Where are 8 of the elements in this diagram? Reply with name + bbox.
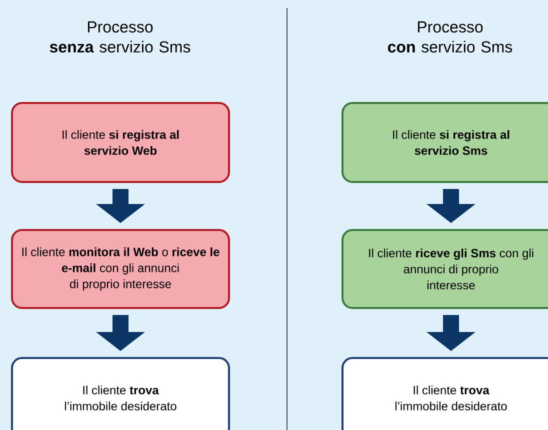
column-heading: Processo senza servizio Sms [50,21,190,53]
process-box: Il cliente trova l’immobile desiderato [11,357,230,430]
process-box: Il cliente riceve gli Sms con gli annunci di proprio interesse [342,229,548,309]
process-box: Il cliente trova l’immobile desiderato [342,357,548,430]
column-heading: Processo con servizio Sms [388,21,512,53]
process-box: Il cliente si registra al servizio Sms [342,102,548,183]
process-box: Il cliente si registra al servizio Web [11,102,230,183]
process-box: Il cliente monitora il Web o riceve le e-mail con gli annunci di proprio interesse [11,229,230,309]
